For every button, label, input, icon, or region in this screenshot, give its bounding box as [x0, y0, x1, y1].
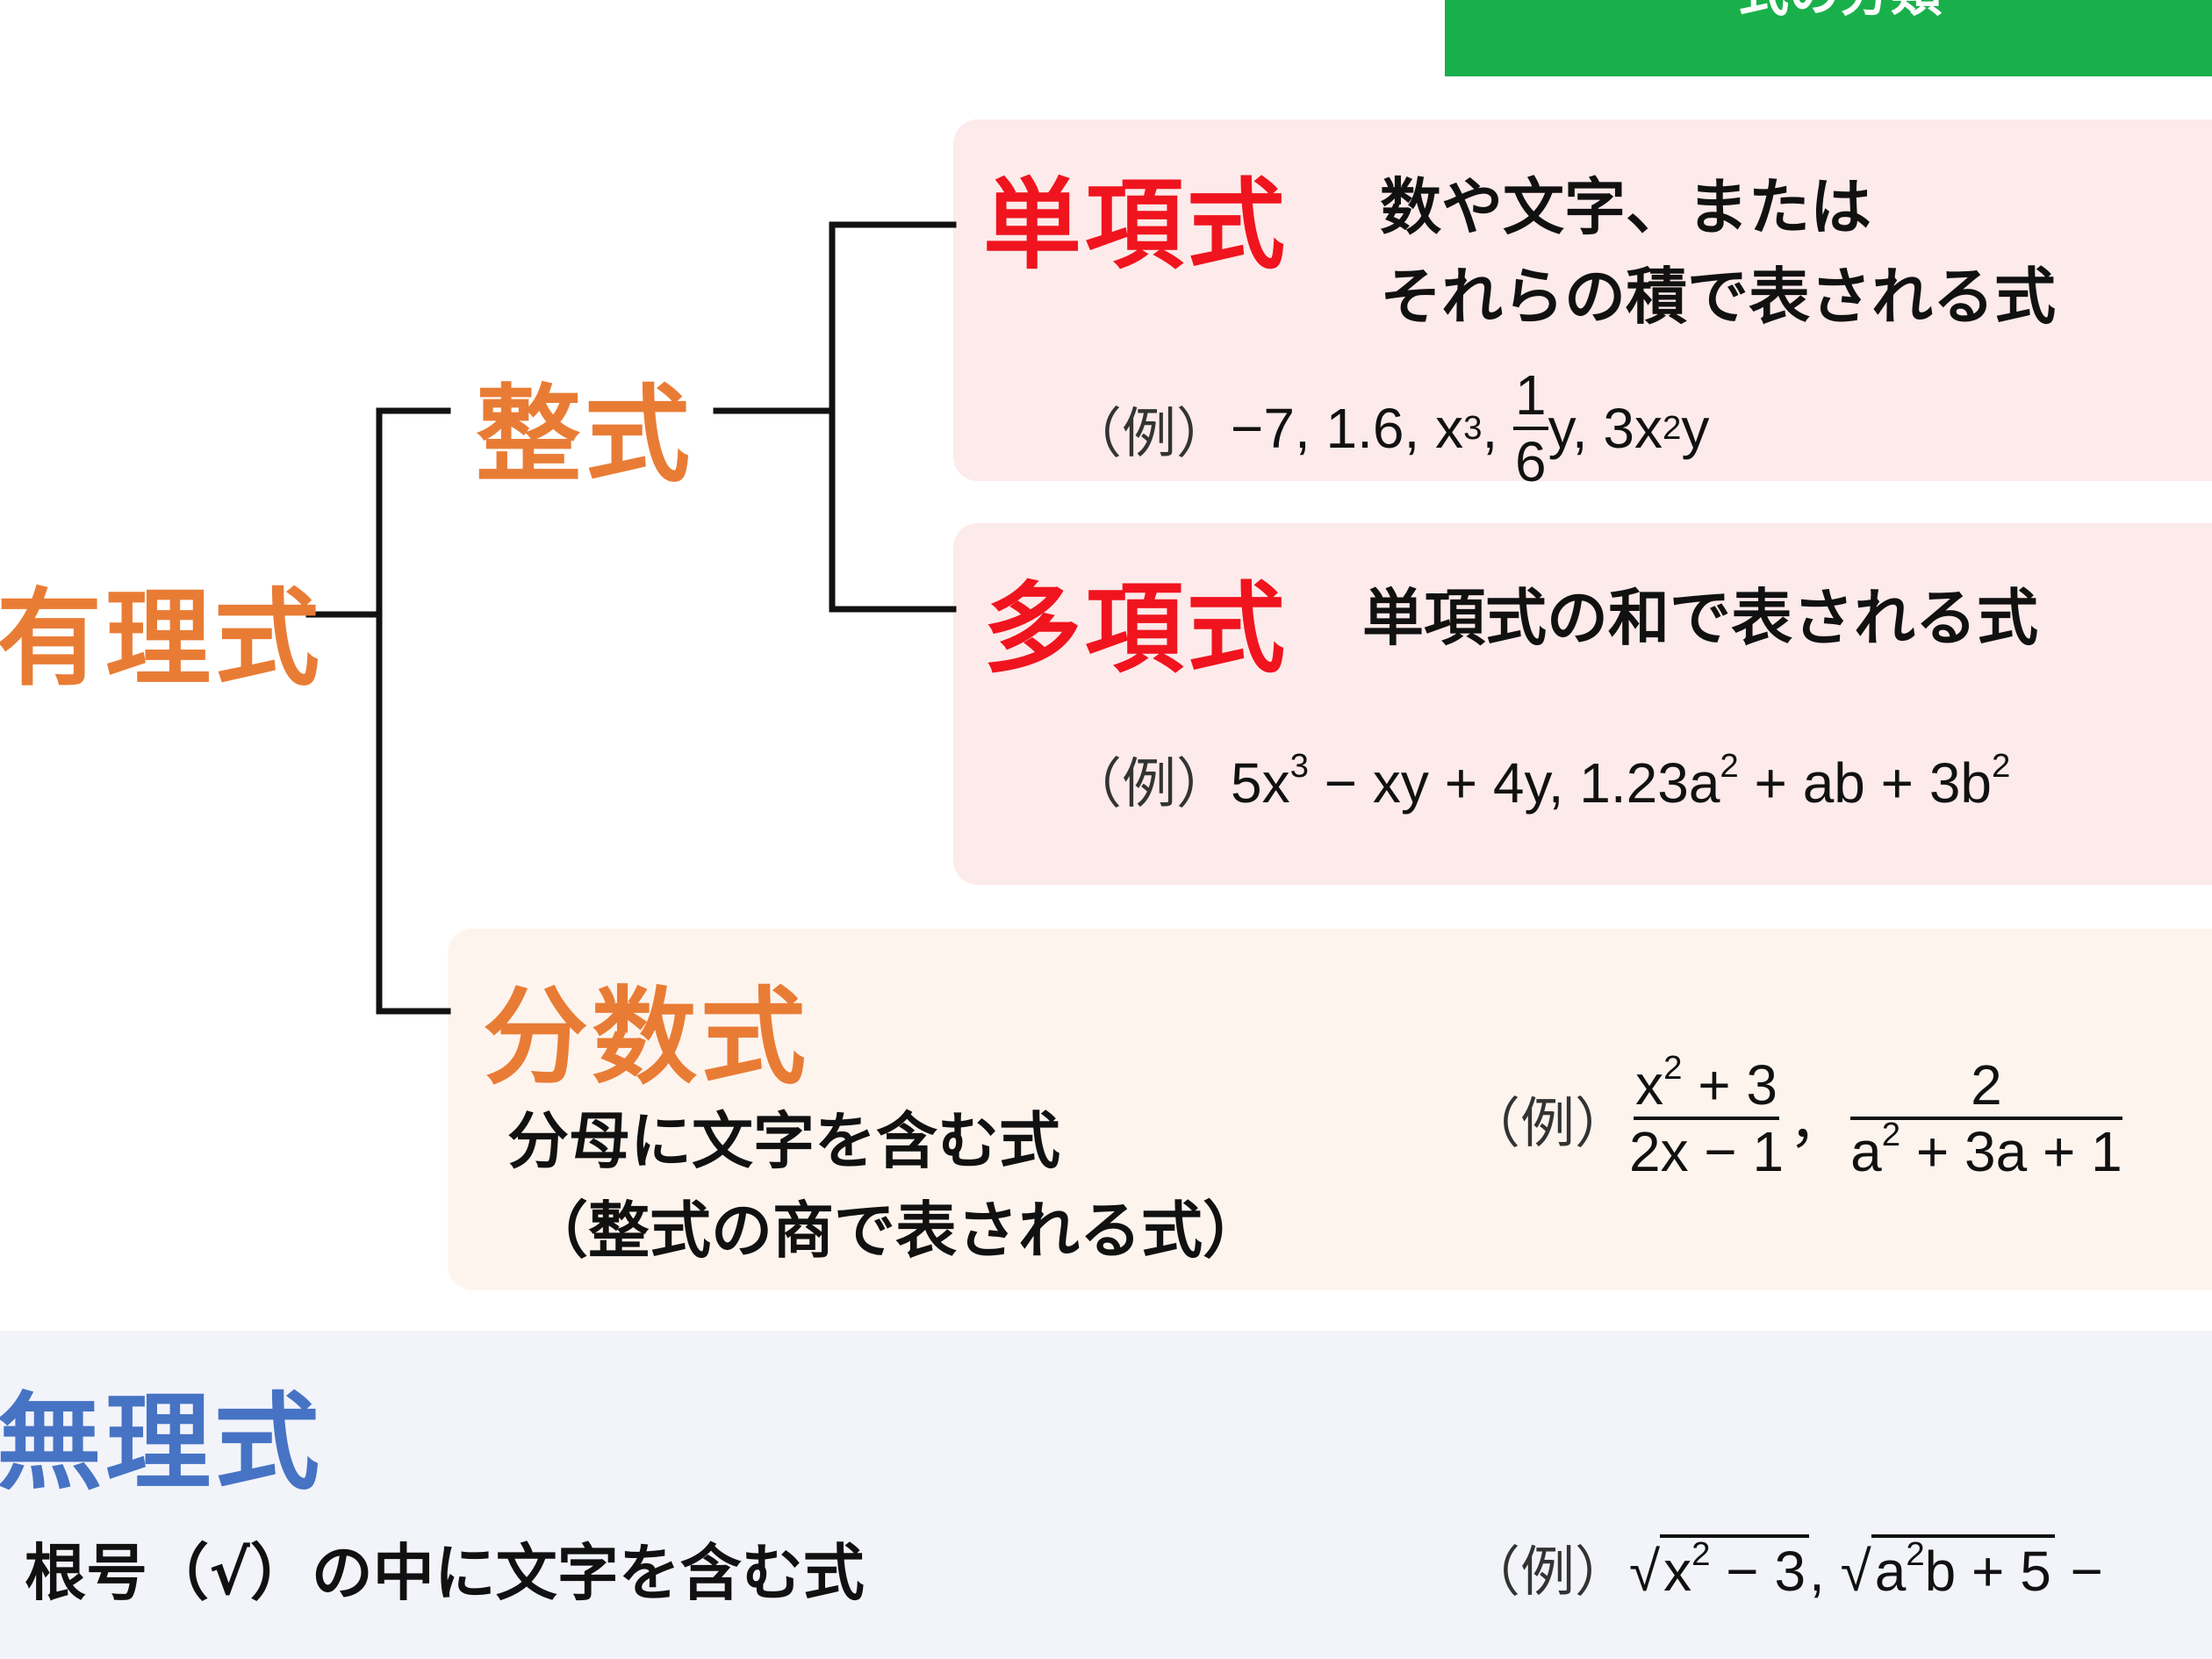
fractional-desc-line2: （整式の商で表される式）: [527, 1195, 1264, 1267]
monomial-ex-fraction: 1 6: [1513, 367, 1548, 490]
polynomial-example: （例）5x3 − xy + 4y, 1.23a2 + ab + 3b2: [1067, 739, 2010, 818]
rational-label: 有理式: [0, 578, 323, 700]
irrational-mid: ,: [1809, 1540, 1841, 1603]
polynomial-ex-sup1: 3: [1289, 747, 1309, 786]
fractional-separator: ，: [1789, 1091, 1846, 1154]
polynomial-box: [953, 523, 2212, 885]
sqrt1-a: x: [1663, 1540, 1692, 1603]
sqrt-icon-1: √: [1629, 1540, 1661, 1603]
fraction2-denominator: a2 + 3a + 1: [1850, 1118, 2122, 1183]
fraction1-num-sup: 2: [1663, 1049, 1683, 1088]
monomial-desc-line1: 数や文字、または: [1380, 171, 1871, 243]
fractional-box: [448, 929, 2212, 1290]
fractional-example: （例） x2 + 3 2x − 1 ， 2 a2 + 3a + 1: [1466, 1052, 2122, 1183]
polynomial-desc: 単項式の和で表される式: [1362, 582, 2038, 654]
fraction1-numerator: x2 + 3: [1634, 1052, 1780, 1120]
monomial-frac-numerator: 1: [1513, 367, 1548, 430]
monomial-label: 単項式: [983, 169, 1289, 283]
polynomial-example-label: （例）: [1067, 751, 1232, 815]
monomial-ex-part2: ,: [1482, 397, 1513, 460]
fractional-desc-line1: 分母に文字を含む式: [507, 1105, 1060, 1177]
polynomial-ex-sup2: 2: [1720, 747, 1739, 786]
integral-label: 整式: [476, 375, 693, 497]
monomial-ex-part4: y: [1681, 397, 1710, 460]
monomial-frac-denominator: 6: [1515, 430, 1547, 493]
polynomial-ex-sup3: 2: [1992, 747, 2011, 786]
fraction1-denominator: 2x − 1: [1629, 1120, 1785, 1183]
monomial-box: [953, 119, 2212, 481]
fractional-ex-fraction1: x2 + 3 2x − 1: [1629, 1052, 1785, 1183]
fractional-label: 分数式: [483, 977, 809, 1099]
sqrt1-sup: 2: [1691, 1535, 1711, 1574]
fractional-example-label: （例）: [1466, 1091, 1630, 1155]
irrational-example-label: （例）: [1466, 1540, 1630, 1604]
monomial-ex-part1: −7, 1.6, x: [1231, 397, 1464, 460]
polynomial-label: 多項式: [983, 572, 1289, 686]
fraction1-num-a: x: [1635, 1053, 1664, 1117]
monomial-example-label: （例）: [1067, 401, 1232, 465]
sqrt2-a: a: [1874, 1540, 1907, 1603]
monomial-ex-part3: y, 3x: [1548, 397, 1663, 460]
irrational-tail: −: [2054, 1540, 2103, 1603]
sqrt2-b: b + 5: [1924, 1540, 2051, 1603]
polynomial-ex-part1: 5x: [1231, 751, 1290, 815]
fraction2-den-b: + 3a + 1: [1900, 1120, 2122, 1183]
irrational-band: [0, 1331, 2212, 1659]
irrational-example: （例）√x2 − 3, √a2b + 5 −: [1466, 1527, 2103, 1606]
fractional-ex-fraction2: 2 a2 + 3a + 1: [1850, 1057, 2122, 1180]
polynomial-ex-part2: − xy + 4y, 1.23a: [1308, 751, 1720, 815]
sqrt-icon-2: √: [1840, 1540, 1871, 1603]
sqrt2-sup: 2: [1906, 1535, 1925, 1574]
fraction2-numerator: 2: [1850, 1057, 2122, 1120]
fraction1-num-b: + 3: [1682, 1053, 1778, 1117]
irrational-desc: 根号（√）の中に文字を含む式: [25, 1537, 865, 1609]
polynomial-ex-part3: + ab + 3b: [1738, 751, 1993, 815]
sqrt1-argument: x2 − 3: [1660, 1534, 1810, 1603]
sqrt1-b: − 3: [1710, 1540, 1806, 1603]
irrational-label: 無理式: [0, 1382, 323, 1505]
sqrt2-argument: a2b + 5: [1871, 1534, 2055, 1603]
header-banner: 式の分類: [1445, 0, 2212, 76]
fraction2-den-a: a: [1850, 1120, 1882, 1183]
monomial-desc-line2: それらの積で表される式: [1380, 261, 2056, 333]
header-title: 式の分類: [1738, 0, 1942, 25]
fraction2-den-sup: 2: [1881, 1116, 1901, 1154]
